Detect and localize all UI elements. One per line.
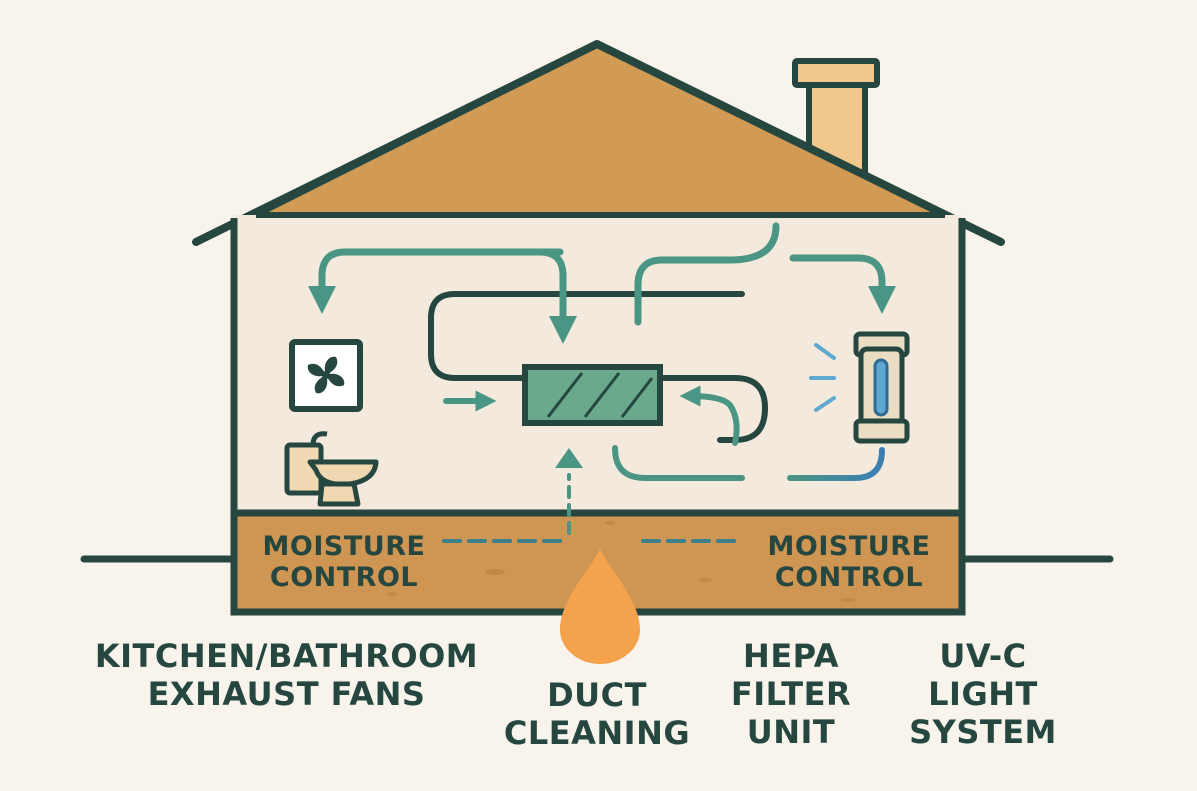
airflow-return-duct xyxy=(634,222,780,326)
moisture-control-left-label: MOISTURE CONTROL xyxy=(262,531,426,593)
airflow-loop-right xyxy=(679,385,740,446)
updraft-arrowhead xyxy=(555,448,583,468)
hepa-filter-icon xyxy=(522,364,663,426)
basement-texture xyxy=(386,521,856,602)
hepa-filter-unit-label: HEPA FILTER UNIT xyxy=(730,637,852,751)
duct-loop-left xyxy=(428,291,745,381)
exhaust-fans-label: KITCHEN/BATHROOM EXHAUST FANS xyxy=(94,637,479,713)
airflow-arrow-to-filter xyxy=(456,248,577,344)
uv-c-lamp-icon xyxy=(809,331,910,444)
uv-c-light-system-label: UV-C LIGHT SYSTEM xyxy=(909,637,1057,751)
airflow-uv-return xyxy=(787,447,885,481)
water-droplet-icon xyxy=(560,549,640,664)
airflow-arrow-to-uv xyxy=(789,254,896,314)
airflow-bottom-return xyxy=(612,445,745,481)
moisture-control-right-label: MOISTURE CONTROL xyxy=(767,531,931,593)
airflow-arrow-to-fan xyxy=(308,248,564,314)
duct-cleaning-label: DUCT CLEANING xyxy=(503,676,691,752)
toilet-icon xyxy=(284,431,379,507)
exhaust-fan-icon xyxy=(289,339,363,412)
duct-loop-right xyxy=(657,375,769,443)
roof-eaves xyxy=(192,40,1005,246)
